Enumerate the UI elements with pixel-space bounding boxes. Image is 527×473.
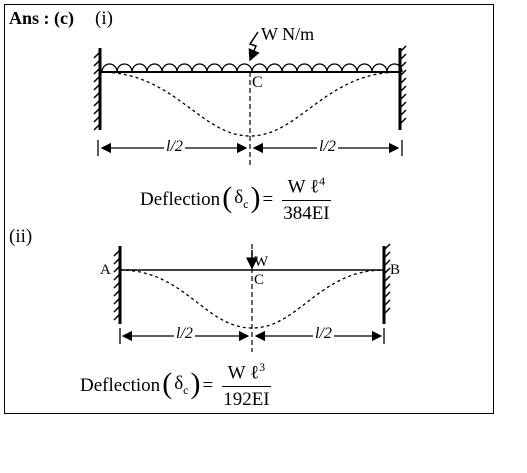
formula-fraction-1: W ℓ4 384EI	[277, 174, 335, 225]
equals-sign-1: =	[262, 188, 274, 210]
part2-diagram	[113, 243, 391, 352]
formula-prefix-2: Deflection	[80, 374, 161, 396]
deflection-formula-2: Deflection ( δc ) = W ℓ3 192EI	[80, 360, 276, 411]
point-c-label-1: C	[252, 74, 263, 91]
right-fixed-support-2	[382, 243, 391, 324]
formula-denominator-2: 192EI	[223, 389, 270, 411]
answer-frame	[4, 4, 494, 414]
span-left-label-2: l/2	[174, 325, 195, 343]
point-load-label: W	[254, 254, 269, 270]
span-left-label-1: l/2	[164, 138, 185, 156]
udl-load	[101, 63, 403, 73]
formula-numerator-2: W ℓ3	[221, 360, 272, 388]
paren-close-2: )	[190, 366, 201, 400]
delta-symbol-2: δc	[174, 373, 189, 398]
part2-label: (ii)	[9, 226, 33, 247]
deflection-curve-1	[99, 71, 401, 137]
span-right-label-1: l/2	[317, 138, 338, 156]
load-arrow-1	[248, 31, 260, 62]
part1-diagram	[93, 31, 407, 165]
right-fixed-support-1	[398, 45, 407, 130]
point-c-label-2: C	[254, 272, 265, 288]
part1-label: (i)	[95, 8, 113, 29]
paren-open-2: (	[162, 366, 173, 400]
point-a-label: A	[100, 262, 111, 278]
udl-load-label: W N/m	[261, 24, 315, 44]
left-fixed-support-1	[93, 48, 102, 131]
formula-prefix-1: Deflection	[140, 188, 221, 210]
paren-open-1: (	[222, 180, 233, 214]
equals-sign-2: =	[202, 374, 214, 396]
formula-numerator-1: W ℓ4	[281, 174, 332, 202]
left-fixed-support-2	[113, 246, 122, 324]
point-b-label: B	[390, 262, 401, 278]
paren-close-1: )	[250, 180, 261, 214]
formula-fraction-2: W ℓ3 192EI	[217, 360, 275, 411]
span-right-label-2: l/2	[313, 325, 334, 343]
delta-symbol-1: δc	[234, 187, 249, 212]
formula-denominator-1: 384EI	[283, 203, 330, 225]
answer-label: Ans : (c)	[9, 8, 74, 28]
deflection-curve-2	[119, 269, 385, 329]
deflection-formula-1: Deflection ( δc ) = W ℓ4 384EI	[140, 174, 336, 225]
